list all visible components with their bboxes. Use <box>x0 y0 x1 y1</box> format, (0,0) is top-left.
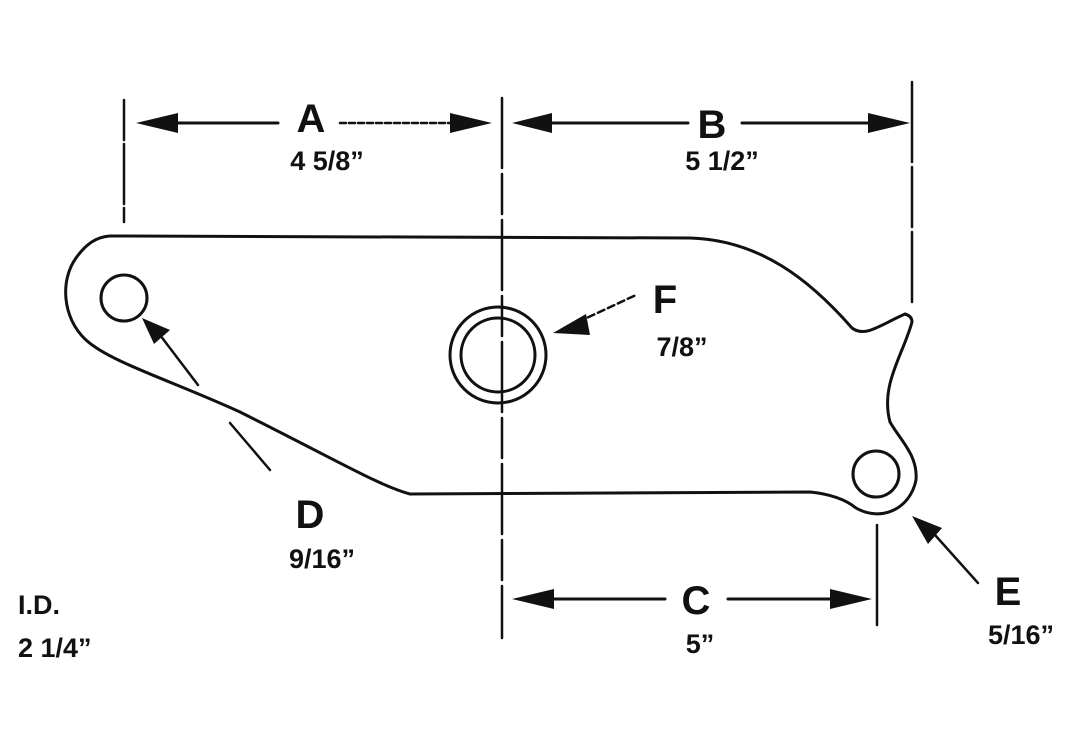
dimension-f-value: 7/8” <box>656 332 707 362</box>
dimension-a: A 4 5/8” <box>136 97 492 176</box>
dimension-f-letter: F <box>653 278 677 322</box>
hole-f-outer <box>448 305 548 405</box>
hole-f-inner <box>459 316 537 394</box>
dimension-c-letter: C <box>682 579 711 623</box>
bracket-outline <box>64 234 918 516</box>
leader-d: D 9/16” <box>142 318 355 574</box>
dimension-c: C 5” <box>512 579 872 659</box>
dimension-b-letter: B <box>698 103 727 147</box>
leader-f: F 7/8” <box>553 278 708 362</box>
id-note: I.D. 2 1/4” <box>18 590 92 663</box>
dimension-a-letter: A <box>297 97 326 141</box>
dimension-c-value: 5” <box>686 629 715 659</box>
dimension-e-letter: E <box>995 570 1022 614</box>
id-note-label: I.D. <box>18 590 60 620</box>
dimension-e-value: 5/16” <box>988 620 1054 650</box>
hole-e <box>851 449 901 499</box>
dimension-b: B 5 1/2” <box>512 103 910 176</box>
dimension-a-value: 4 5/8” <box>290 146 364 176</box>
leader-e: E 5/16” <box>912 516 1054 650</box>
dimension-d-value: 9/16” <box>289 544 355 574</box>
id-note-value: 2 1/4” <box>18 633 92 663</box>
dimension-d-letter: D <box>296 493 325 537</box>
dimension-b-value: 5 1/2” <box>685 146 759 176</box>
hole-d <box>99 273 149 323</box>
